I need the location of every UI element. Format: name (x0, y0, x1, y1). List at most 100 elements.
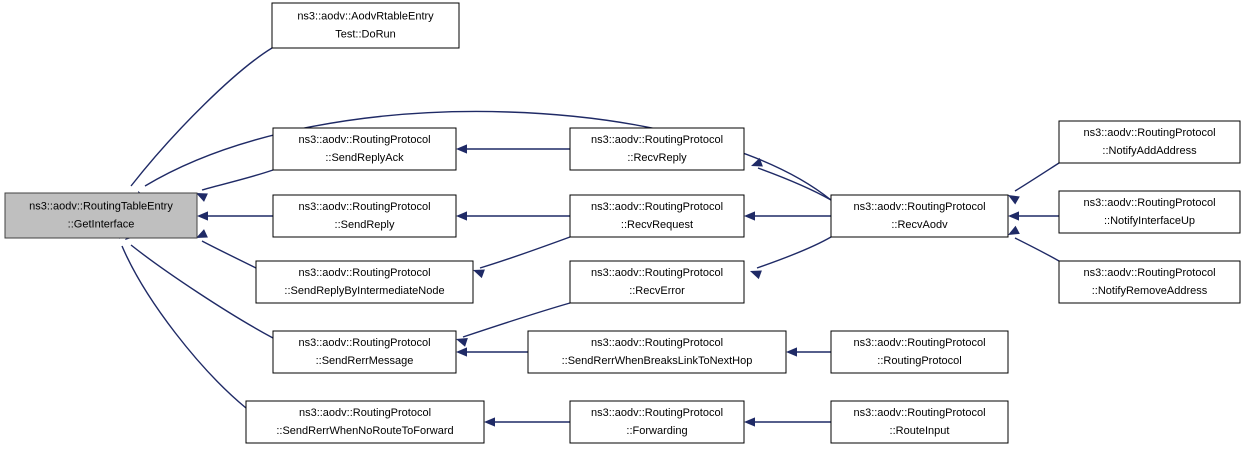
edge-line (756, 236, 832, 269)
node-label-line2: ::RecvRequest (621, 219, 693, 231)
node-label-line2: ::RecvError (629, 285, 685, 297)
node-box[interactable] (4, 192, 198, 239)
node-label-line2: ::SendReplyAck (325, 152, 404, 164)
graph-node-senderrwhennoroutetoforward[interactable]: ns3::aodv::RoutingProtocol::SendRerrWhen… (245, 400, 485, 444)
node-box[interactable] (569, 260, 745, 304)
arrowhead-icon (456, 144, 467, 154)
node-box[interactable] (1058, 260, 1241, 304)
node-layer: ns3::aodv::RoutingTableEntry::GetInterfa… (4, 2, 1241, 444)
call-edge (196, 229, 257, 269)
arrowhead-icon (1008, 211, 1019, 221)
node-box[interactable] (830, 330, 1009, 374)
edge-line (144, 110, 832, 201)
arrowhead-icon (1008, 195, 1020, 205)
edge-line (1014, 162, 1060, 192)
node-label-line1: ns3::aodv::RoutingProtocol (853, 337, 985, 349)
graph-node-senderrwhenbreakslinktonexthop[interactable]: ns3::aodv::RoutingProtocol::SendRerrWhen… (527, 330, 787, 374)
node-box[interactable] (1058, 120, 1241, 164)
node-label-line1: ns3::aodv::RoutingProtocol (298, 267, 430, 279)
node-label-line1: ns3::aodv::RoutingProtocol (299, 407, 431, 419)
arrowhead-icon (484, 417, 495, 427)
node-label-line2: ::SendRerrMessage (316, 355, 414, 367)
node-label-line1: ns3::aodv::RoutingTableEntry (29, 200, 173, 212)
arrowhead-icon (1008, 225, 1020, 235)
arrowhead-icon (786, 347, 797, 357)
node-box[interactable] (272, 330, 457, 374)
call-edge (196, 169, 274, 202)
graph-node-senderrmessage[interactable]: ns3::aodv::RoutingProtocol::SendRerrMess… (272, 330, 457, 374)
arrowhead-icon (196, 229, 208, 238)
node-box[interactable] (1058, 190, 1241, 234)
node-box[interactable] (255, 260, 474, 304)
call-edge (456, 302, 571, 347)
node-label-line2: ::SendRerrWhenBreaksLinkToNextHop (562, 355, 753, 367)
node-label-line1: ns3::aodv::RoutingProtocol (1083, 197, 1215, 209)
edge-line (121, 245, 247, 409)
call-edge (125, 229, 274, 339)
node-label-line1: ns3::aodv::RoutingProtocol (298, 337, 430, 349)
arrowhead-icon (473, 269, 485, 279)
graph-node-sendreply[interactable]: ns3::aodv::RoutingProtocol::SendReply (272, 194, 457, 238)
call-edge (126, 47, 273, 205)
node-label-line2: ::RecvReply (627, 152, 687, 164)
graph-node-routeinput[interactable]: ns3::aodv::RoutingProtocol::RouteInput (830, 400, 1009, 444)
graph-node-getinterface[interactable]: ns3::aodv::RoutingTableEntry::GetInterfa… (4, 192, 198, 239)
node-box[interactable] (271, 2, 460, 49)
call-edge (484, 417, 570, 427)
graph-node-sendreplyack[interactable]: ns3::aodv::RoutingProtocol::SendReplyAck (272, 127, 457, 171)
node-label-line2: ::Forwarding (626, 425, 687, 437)
node-box[interactable] (830, 400, 1009, 444)
node-box[interactable] (569, 194, 745, 238)
node-label-line2: ::SendRerrWhenNoRouteToForward (276, 425, 453, 437)
call-edge (786, 347, 831, 357)
node-label-line2: ::SendReplyByIntermediateNode (284, 285, 444, 297)
edge-line (479, 236, 571, 269)
edge-line (201, 169, 274, 191)
graph-node-recverror[interactable]: ns3::aodv::RoutingProtocol::RecvError (569, 260, 745, 304)
node-label-line2: ::NotifyAddAddress (1102, 145, 1197, 157)
node-box[interactable] (272, 194, 457, 238)
arrowhead-icon (196, 193, 208, 202)
graph-node-sendreplybyintermediatenode[interactable]: ns3::aodv::RoutingProtocol::SendReplyByI… (255, 260, 474, 304)
call-edge (1008, 162, 1060, 205)
call-edge (456, 347, 528, 357)
graph-node-forwarding[interactable]: ns3::aodv::RoutingProtocol::Forwarding (569, 400, 745, 444)
node-label-line2: ::RouteInput (890, 425, 950, 437)
node-box[interactable] (569, 400, 745, 444)
graph-node-notifyinterfaceup[interactable]: ns3::aodv::RoutingProtocol::NotifyInterf… (1058, 190, 1241, 234)
node-label-line1: ns3::aodv::RoutingProtocol (591, 337, 723, 349)
call-edge (744, 211, 831, 221)
node-box[interactable] (245, 400, 485, 444)
node-box[interactable] (527, 330, 787, 374)
node-label-line1: ns3::aodv::RoutingProtocol (298, 201, 430, 213)
node-label-line1: ns3::aodv::RoutingProtocol (853, 201, 985, 213)
node-label-line1: ns3::aodv::RoutingProtocol (591, 134, 723, 146)
node-box[interactable] (569, 127, 745, 171)
call-edge (197, 211, 273, 221)
arrowhead-icon (197, 211, 208, 221)
call-edge (119, 227, 247, 409)
node-label-line2: ::RecvAodv (891, 219, 948, 231)
node-label-line1: ns3::aodv::RoutingProtocol (853, 407, 985, 419)
graph-node-recvreply[interactable]: ns3::aodv::RoutingProtocol::RecvReply (569, 127, 745, 171)
node-box[interactable] (272, 127, 457, 171)
graph-node-notifyaddaddress[interactable]: ns3::aodv::RoutingProtocol::NotifyAddAdd… (1058, 120, 1241, 164)
node-label-line2: ::SendReply (335, 219, 395, 231)
call-edge (751, 157, 832, 201)
graph-node-notifyremoveaddress[interactable]: ns3::aodv::RoutingProtocol::NotifyRemove… (1058, 260, 1241, 304)
node-label-line1: ns3::aodv::RoutingProtocol (591, 201, 723, 213)
edge-line (201, 240, 257, 269)
graph-node-recvrequest[interactable]: ns3::aodv::RoutingProtocol::RecvRequest (569, 194, 745, 238)
arrowhead-icon (750, 270, 762, 280)
graph-node-recvaodv[interactable]: ns3::aodv::RoutingProtocol::RecvAodv (830, 194, 1009, 238)
graph-node-routingprotocol-ctor[interactable]: ns3::aodv::RoutingProtocol::RoutingProto… (830, 330, 1009, 374)
call-edge (456, 144, 570, 154)
call-edge (744, 417, 831, 427)
node-label-line1: ns3::aodv::RoutingProtocol (1083, 127, 1215, 139)
edge-line (130, 244, 274, 339)
arrowhead-icon (751, 157, 763, 167)
node-box[interactable] (830, 194, 1009, 238)
